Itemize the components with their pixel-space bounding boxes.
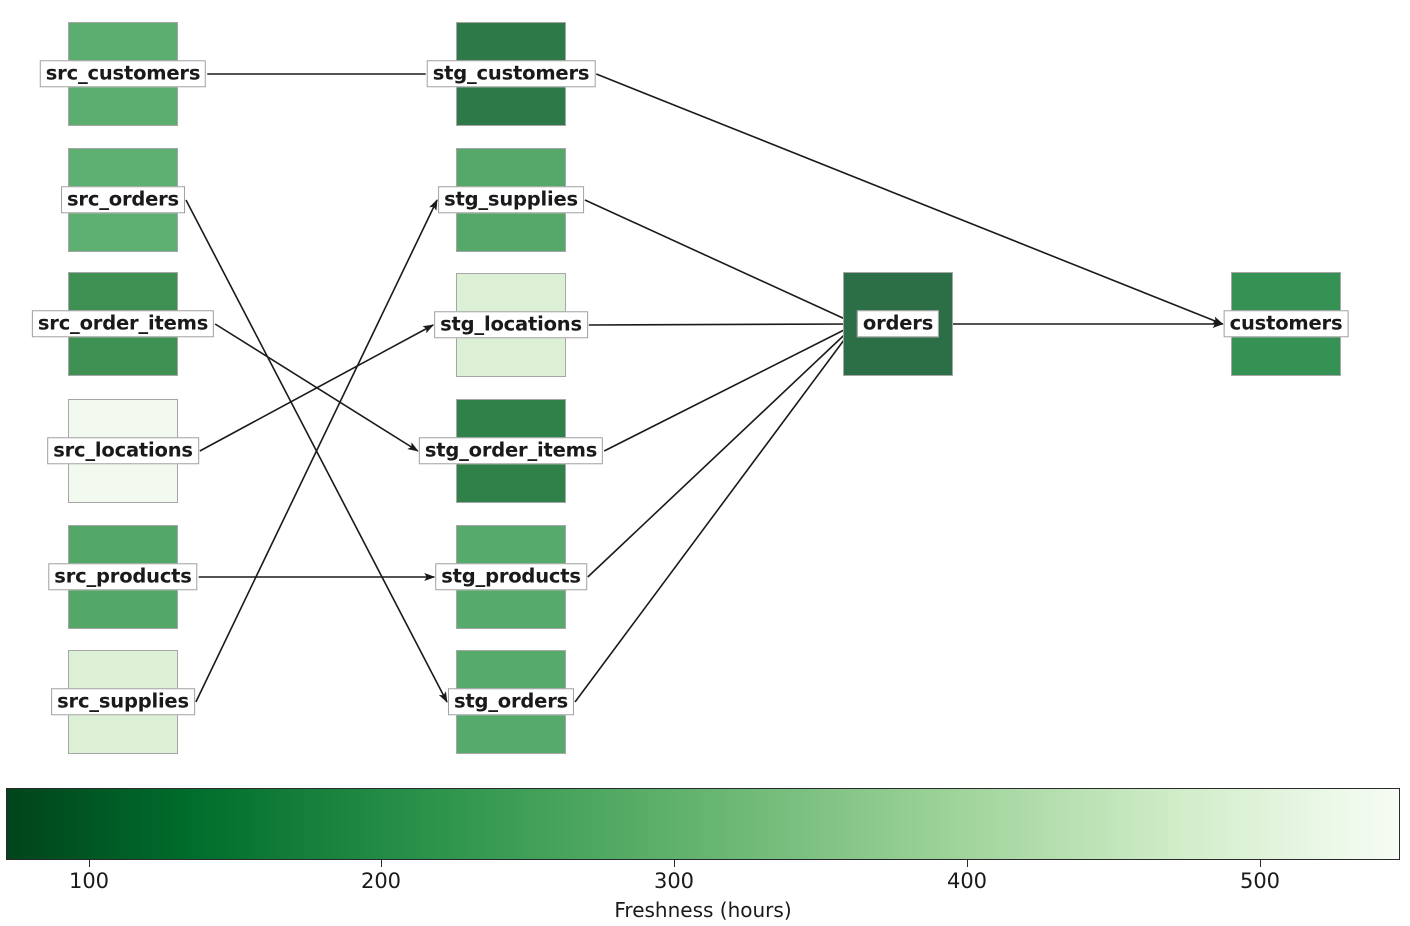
colorbar-tick-mark-500 [1260,860,1261,867]
colorbar-ticks: 100 200 300 400 500 [0,860,1410,900]
colorbar-tick-mark-100 [89,860,90,867]
colorbar-region: 100 200 300 400 500 Freshness (hours) [0,780,1410,926]
colorbar-gradient [6,788,1400,860]
colorbar-tick-mark-200 [381,860,382,867]
colorbar-tick-label-200: 200 [360,869,402,893]
edge-paths [185,73,1224,703]
node-label-stg_locations: stg_locations [434,311,588,339]
node-label-src_locations: src_locations [47,437,199,465]
colorbar-tick-mark-400 [967,860,968,867]
colorbar-tick-label-100: 100 [68,869,110,893]
colorbar-tick-mark-300 [674,860,675,867]
edge-stg_products-to-orders [587,323,857,578]
node-label-src_order_items: src_order_items [31,310,215,338]
node-label-src_supplies: src_supplies [51,688,195,716]
node-label-stg_customers: stg_customers [426,60,596,88]
node-label-src_orders: src_orders [61,186,185,214]
colorbar-axis-label-text: Freshness (hours) [614,898,792,922]
edge-stg_supplies-to-orders [584,199,857,325]
edge-stg_customers-to-customers [595,73,1224,325]
node-label-src_customers: src_customers [39,60,207,88]
edge-stg_locations-to-orders [588,320,857,329]
colorbar-axis-label: Freshness (hours) [0,898,1410,922]
node-label-stg_products: stg_products [435,563,587,591]
node-label-customers: customers [1223,310,1349,338]
edge-layer [185,73,1224,703]
colorbar-tick-label-500: 500 [1239,869,1281,893]
edge-stg_order_items-to-orders [603,323,857,452]
edge-stg_orders-to-orders [574,323,857,703]
node-label-src_products: src_products [48,563,198,591]
edge-src_locations-to-stg_locations [199,324,435,452]
node-label-stg_orders: stg_orders [447,688,575,716]
colorbar-tick-label-400: 400 [946,869,988,893]
node-label-orders: orders [856,310,940,338]
node-label-stg_order_items: stg_order_items [418,437,604,465]
colorbar-tick-label-300: 300 [653,869,695,893]
node-label-stg_supplies: stg_supplies [438,186,584,214]
edge-src_supplies-to-stg_supplies [195,199,438,703]
